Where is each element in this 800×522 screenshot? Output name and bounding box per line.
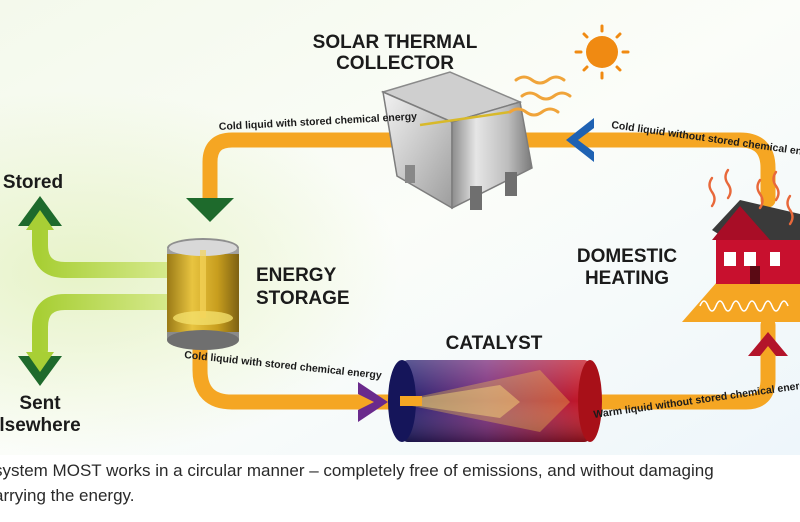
solar-collector-icon — [380, 71, 533, 210]
solar-collector-label-line1: SOLAR THERMAL — [313, 32, 478, 53]
domestic-heating-label-line2: HEATING — [585, 268, 669, 289]
energy-storage-label-line1: ENERGY — [256, 265, 337, 286]
house-icon — [682, 200, 800, 322]
diagram: SOLAR THERMAL COLLECTOR ENERGY STORAGE C… — [0, 0, 800, 455]
heat-waves-icon — [708, 168, 794, 226]
caption-line-1: system MOST works in a circular manner –… — [0, 461, 714, 480]
solar-collector-label-line2: COLLECTOR — [336, 53, 454, 74]
chevron-up-red-icon — [748, 332, 788, 356]
sun-icon — [574, 24, 630, 80]
pipe-loop — [192, 132, 776, 410]
energy-storage-label-line2: STORAGE — [256, 288, 350, 309]
sent-label-line2: lsewhere — [0, 415, 81, 436]
chevron-left-blue-icon — [566, 118, 594, 162]
catalyst-cylinder-icon — [388, 360, 602, 442]
chevron-right-purple-icon — [358, 382, 388, 422]
catalyst-label: CATALYST — [446, 333, 543, 354]
stored-label: Stored — [3, 172, 63, 193]
domestic-heating-label-line1: DOMESTIC — [577, 246, 678, 267]
caption: system MOST works in a circular manner –… — [0, 458, 800, 508]
caption-line-2: arrying the energy. — [0, 486, 135, 505]
green-flow — [32, 207, 180, 358]
storage-tank-icon — [167, 238, 239, 350]
sent-label-line1: Sent — [19, 393, 61, 414]
sun-rays-icon — [508, 75, 572, 117]
